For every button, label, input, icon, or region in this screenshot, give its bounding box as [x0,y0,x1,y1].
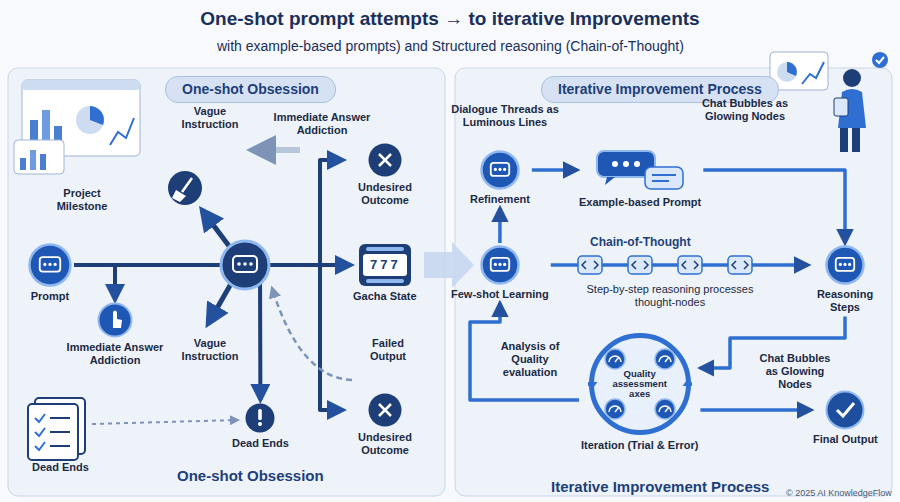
annotation-label: Chain-of-Thought [590,235,691,249]
hub-node [221,241,269,289]
node-label: Iteration (Trial & Error) [581,439,698,452]
annotation-label: 777 [370,257,401,273]
annotation-label: Dead Ends [32,461,89,474]
icon-node: Final Output [813,390,878,446]
annotation-label: Chat Bubbles as Glowing Nodes [755,352,835,392]
annotation-label: Failed Output [358,337,418,363]
flow-arrow [470,303,579,400]
icon-node: Dead Ends [232,402,289,450]
dashboard-thumbnails [14,80,140,174]
icon-frame [825,245,865,285]
annotation-label: Analysis of Quality evaluation [490,340,570,380]
annotation-label: with example-based prompts) and Structur… [217,38,684,55]
flow-arrow [74,265,343,410]
section-header: One-shot Obsession [165,76,336,103]
annotation-label: Step-by-step reasoning processes thought… [585,283,755,309]
icon-node: Reasoning Steps [810,245,880,314]
icon-frame [595,147,685,193]
node-icon [595,147,685,193]
flow-arrow [703,170,845,243]
node-icon [480,245,520,285]
node-label: Dead Ends [232,437,289,450]
node-label: Few-shot Learning [451,288,549,301]
node-icon [244,402,276,434]
node-label: One-shot Obsession [182,81,319,98]
node-icon [28,243,72,287]
node-label: Immediate Answer Addiction [60,341,170,367]
icon-frame [480,150,520,190]
broom-icon [168,171,202,205]
node-label: Reasoning Steps [810,288,880,314]
annotation-label: Vague Instruction [170,337,250,363]
icon-frame [825,390,865,430]
node-icon [480,150,520,190]
icon-node: Refinement [470,150,530,206]
node-label: Undesired Outcome [345,431,425,457]
icon-frame [480,245,520,285]
icon-node: Undesired Outcome [345,392,425,457]
icon-node: Few-shot Learning [451,245,549,301]
flow-arrow [498,208,502,243]
icon-node: Quality assessment axesIteration (Trial … [581,332,698,452]
panels [8,68,892,496]
node-icon [367,392,403,428]
node-label: Iterative Improvement Process [558,81,762,98]
dead-ends-document [28,398,85,460]
icon-node: Prompt [28,243,72,303]
annotation-label: Dialogue Threads as Luminous Lines [445,103,565,129]
node-icon [367,142,403,178]
annotation-label: Immediate Answer Addiction [272,111,372,137]
icon-frame [244,402,276,434]
annotation-label: Vague Instruction [170,105,250,131]
flow-arrow [74,265,115,300]
icon-frame [367,142,403,178]
node-label: Prompt [31,290,70,303]
chain-of-thought-steps [578,256,752,274]
flow-arrow [74,160,343,265]
node-icon [825,245,865,285]
annotation-label: Project Milestone [47,187,117,213]
node-label: Final Output [813,433,878,446]
node-label: Refinement [470,193,530,206]
icon-node: Immediate Answer Addiction [60,302,170,367]
icon-node: Undesired Outcome [345,142,425,207]
annotation-label: © 2025 AI KnowledgeFlow [786,488,892,499]
annotation-label: One-shot Obsession [177,467,324,485]
node-label: Example-based Prompt [579,196,701,209]
icon-node: Example-based Prompt [579,147,701,209]
node-icon [97,302,133,338]
diagram-title: One-shot prompt attempts → to iterative … [0,8,900,30]
node-label: Undesired Outcome [345,181,425,207]
annotation-label: Chat Bubbles as Glowing Nodes [690,97,800,123]
icon-frame [28,243,72,287]
annotation-label: Iterative Improvement Process [551,478,769,496]
icon-frame [97,302,133,338]
icon-node: Gacha State [353,243,417,303]
icon-frame: Quality assessment axes [588,332,692,436]
node-icon [825,390,865,430]
icon-frame [367,392,403,428]
node-label: Quality assessment axes [611,369,669,399]
decor-arrows [92,150,474,424]
node-label: Gacha State [353,290,417,303]
flow-arrow [700,408,811,412]
flow-arrow [532,168,577,172]
